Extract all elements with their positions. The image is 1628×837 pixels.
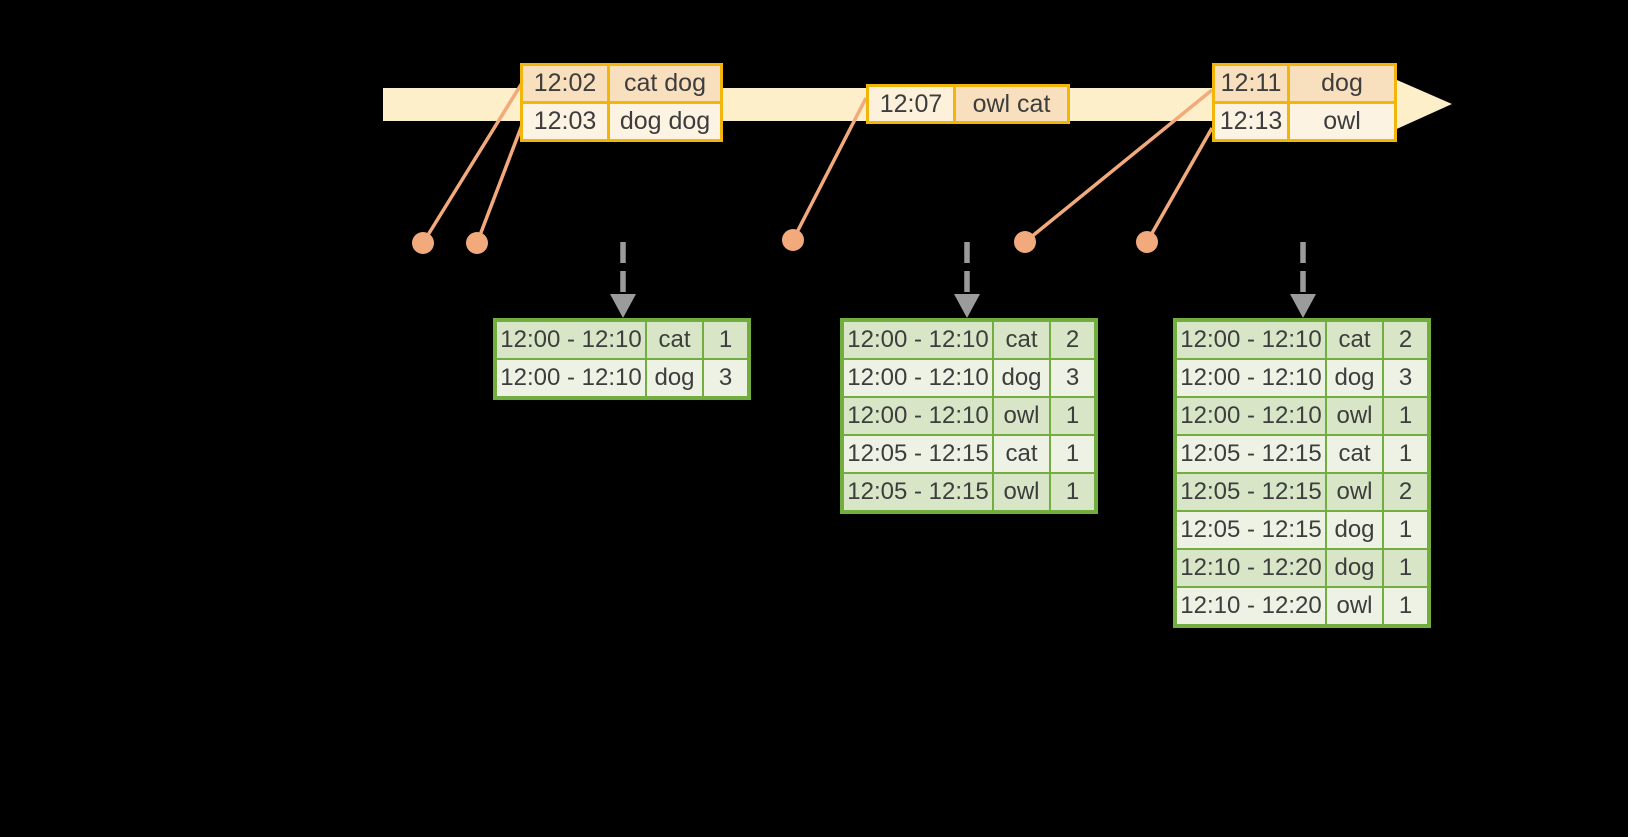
window-cell: 12:00 - 12:10 [844,398,992,434]
timeline-arrowhead-icon [1390,77,1452,132]
trigger-arrow-icon [610,242,636,318]
event-time-dot [1136,231,1158,253]
event-connector-line [791,97,868,241]
word-cell: owl [1327,398,1382,434]
event-time-dot [412,232,434,254]
count-cell: 1 [1384,550,1427,586]
event-words-cell: owl [1290,104,1394,139]
word-cell: owl [994,398,1049,434]
event-connector-line [1023,88,1214,244]
count-cell: 3 [1384,360,1427,396]
trigger-arrow-icon [1290,242,1316,318]
event-words-cell: dog dog [610,104,720,139]
count-cell: 3 [1051,360,1094,396]
window-cell: 12:00 - 12:10 [1177,322,1325,358]
word-cell: owl [1327,588,1382,624]
event-words-cell: owl cat [956,87,1067,121]
event-time-cell: 12:02 [523,66,607,101]
window-cell: 12:00 - 12:10 [1177,398,1325,434]
event-time-dot [466,232,488,254]
count-cell: 2 [1384,474,1427,510]
trigger-arrow-icon [954,242,980,318]
window-cell: 12:05 - 12:15 [1177,474,1325,510]
word-cell: cat [994,436,1049,472]
word-cell: cat [994,322,1049,358]
word-cell: dog [1327,360,1382,396]
event-connector-line [1145,127,1214,243]
window-cell: 12:05 - 12:15 [844,474,992,510]
count-cell: 1 [1051,474,1094,510]
word-cell: cat [1327,322,1382,358]
event-time-dot [1014,231,1036,253]
event-connector-line [475,124,524,244]
count-cell: 1 [1051,398,1094,434]
event-connector-line [421,82,524,244]
word-cell: cat [647,322,702,358]
count-cell: 3 [704,360,747,396]
event-words-cell: cat dog [610,66,720,101]
event-time-cell: 12:03 [523,104,607,139]
window-cell: 12:05 - 12:15 [1177,436,1325,472]
window-cell: 12:00 - 12:10 [1177,360,1325,396]
count-cell: 1 [1384,398,1427,434]
word-cell: owl [1327,474,1382,510]
window-cell: 12:10 - 12:20 [1177,588,1325,624]
word-cell: cat [1327,436,1382,472]
event-time-dot [782,229,804,251]
count-cell: 1 [1384,436,1427,472]
window-cell: 12:10 - 12:20 [1177,550,1325,586]
event-time-cell: 12:07 [869,87,953,121]
count-cell: 2 [1384,322,1427,358]
count-cell: 1 [1384,512,1427,548]
count-cell: 2 [1051,322,1094,358]
word-cell: owl [994,474,1049,510]
word-cell: dog [994,360,1049,396]
count-cell: 1 [1384,588,1427,624]
event-words-cell: dog [1290,66,1394,101]
event-time-cell: 12:11 [1215,66,1287,101]
count-cell: 1 [1051,436,1094,472]
window-cell: 12:00 - 12:10 [497,360,645,396]
word-cell: dog [647,360,702,396]
event-time-cell: 12:13 [1215,104,1287,139]
window-cell: 12:05 - 12:15 [844,436,992,472]
word-cell: dog [1327,550,1382,586]
window-cell: 12:05 - 12:15 [1177,512,1325,548]
window-cell: 12:00 - 12:10 [844,360,992,396]
word-cell: dog [1327,512,1382,548]
count-cell: 1 [704,322,747,358]
window-cell: 12:00 - 12:10 [844,322,992,358]
window-cell: 12:00 - 12:10 [497,322,645,358]
